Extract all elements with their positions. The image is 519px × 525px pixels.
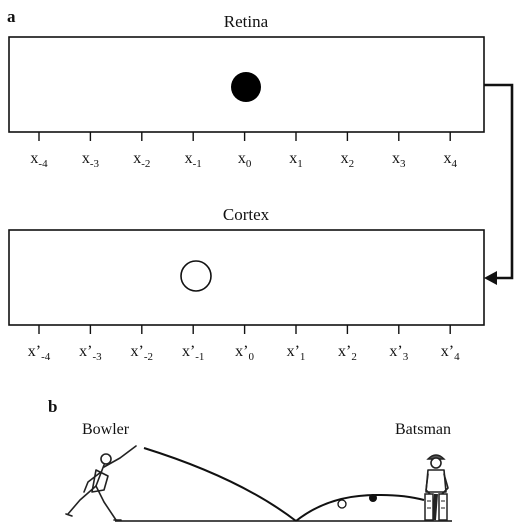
batsman-figure [424,454,449,521]
cortex-tick-label: x’1 [287,343,306,363]
cortex-ticks: x’-4 x’-3 x’-2 x’-1 x’0 x’1 x’2 x’3 x’4 [28,325,460,363]
retina-stimulus-dot [231,72,261,102]
ball-trajectory-descent [143,447,297,522]
bowler-label: Bowler [82,421,130,438]
cortex-tick-label: x’4 [441,343,460,363]
retina-to-cortex-arrow [484,83,514,285]
retina-tick-label: x-2 [133,150,150,170]
retina-tick-label: x-4 [30,150,48,170]
batsman-label: Batsman [395,421,451,438]
retina-tick-label: x3 [392,150,406,170]
batsman-right-pad [438,493,448,521]
cortex-box [8,229,485,326]
retina-tick-label: x0 [238,150,252,170]
cortex-panel: Cortex x’-4 x’-3 x’-2 x’-1 x’0 x’1 x’2 x’3 x’4 [8,205,485,363]
cortex-tick-label: x’-2 [131,343,154,363]
retina-panel: Retina x-4 x-3 x-2 x-1 x0 x1 x2 x3 x4 [8,12,485,170]
cortex-tick-label: x’-4 [28,343,51,363]
cortex-title: Cortex [223,205,270,224]
ball-trajectory-bounce [295,493,425,522]
bowler-figure [65,445,137,521]
cricket-bat [432,493,438,521]
cortex-representation-circle [180,260,212,292]
retina-tick-label: x-3 [82,150,100,170]
cortex-tick-label: x’-3 [79,343,102,363]
arrow-head [484,271,497,285]
retina-title: Retina [224,12,269,31]
ball-actual-position [369,494,377,502]
retina-ticks: x-4 x-3 x-2 x-1 x0 x1 x2 x3 x4 [30,132,457,170]
batsman-left-pad [424,493,434,521]
panel-a-label: a [7,7,16,26]
cortex-tick-label: x’3 [389,343,408,363]
retina-tick-label: x1 [289,150,303,170]
cortex-tick-label: x’2 [338,343,357,363]
ball-perceived-position [337,499,347,509]
retina-tick-label: x4 [443,150,457,170]
retina-tick-label: x2 [341,150,355,170]
cortex-tick-label: x’-1 [182,343,205,363]
retina-tick-label: x-1 [185,150,202,170]
cortex-tick-label: x’0 [235,343,254,363]
panel-b-label: b [48,397,57,416]
